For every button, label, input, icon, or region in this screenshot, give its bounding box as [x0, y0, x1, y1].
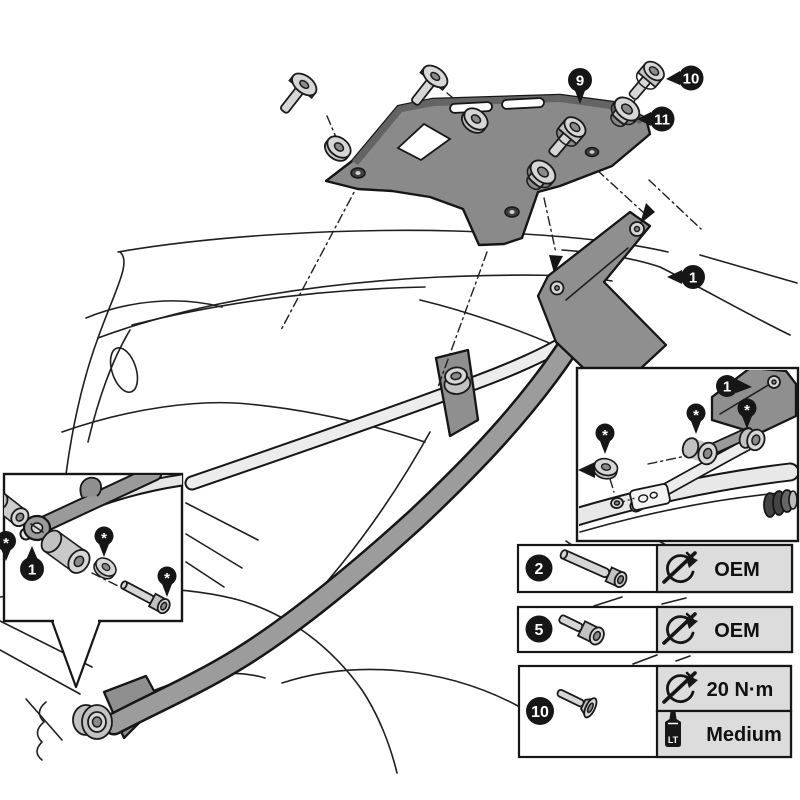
long-socket-bolt [559, 549, 628, 588]
callout-small-balloon: * [0, 531, 16, 561]
svg-text:*: * [744, 402, 750, 419]
torque-spec: OEM [714, 620, 760, 642]
frame-rubber-bushing [763, 489, 797, 518]
svg-text:1: 1 [28, 562, 36, 579]
spacer-bushing [40, 529, 91, 574]
svg-text:*: * [602, 427, 608, 444]
side-bracket-part-1 [536, 210, 668, 397]
callout-11-label: 11 [654, 112, 670, 129]
grab-handle-slot [109, 347, 139, 393]
frame-stud [610, 497, 635, 509]
spacer-bushing [681, 437, 718, 466]
callout-small-balloon: * [94, 526, 114, 557]
callout-2-label: 2 [535, 561, 544, 578]
torque-value: 20 N·m [707, 679, 774, 701]
carrier-arm [29, 475, 161, 535]
table-row-5: 5 OEM [516, 605, 794, 654]
svg-text:*: * [101, 530, 107, 547]
plate-cutout [396, 122, 452, 162]
threadlocker-bottle-icon: LT [665, 712, 681, 747]
plate-slot [501, 97, 545, 110]
parts-table: 2 OEM 5 OEM [516, 543, 794, 759]
callout-10-balloon [526, 697, 554, 725]
spring-squiggle [36, 701, 47, 761]
callout-1-balloon-main: 1 [667, 265, 705, 289]
flat-head-bolt [556, 688, 598, 719]
callout-5-balloon [525, 615, 553, 643]
callout-small-balloon: * [737, 398, 757, 429]
callout-5-label: 5 [535, 622, 544, 639]
svg-text:*: * [693, 407, 699, 424]
callout-10-balloon: 10 [666, 65, 704, 91]
svg-text:*: * [164, 570, 170, 587]
callout-9-balloon: 9 [568, 68, 592, 104]
inset-pointer-tail [50, 619, 102, 689]
socket-bolt [558, 614, 605, 646]
socket-bolt-10 [622, 56, 669, 106]
svg-text:*: * [3, 535, 9, 552]
side-carrier [72, 203, 668, 740]
svg-text:1: 1 [723, 379, 731, 396]
spacer-bushing [738, 427, 766, 452]
detail-inset-left: * 1 * * [0, 472, 184, 689]
top-rack-plate [324, 93, 652, 247]
spacer-bushing [4, 491, 30, 528]
mid-tab-bolt [443, 366, 472, 395]
view-direction-arrow [578, 462, 595, 478]
flat-screw [271, 68, 322, 121]
washer [319, 131, 356, 167]
callout-1-balloon-inset-left: 1 [20, 546, 44, 581]
top-rack-assembly: 9 10 11 1 [271, 56, 705, 388]
insert-arrow-front [549, 255, 563, 273]
threadlocker-spec: Medium [706, 724, 782, 746]
insert-arrow-top [640, 203, 655, 224]
torque-spec: OEM [714, 559, 760, 581]
callout-small-balloon: * [157, 566, 177, 597]
detail-inset-right: * * * 1 [575, 366, 800, 543]
front-mount-bolt [72, 704, 113, 740]
table-row-2: 2 OEM [516, 543, 794, 594]
callout-1-label: 1 [689, 270, 697, 287]
table-row-10: 10 20 N·m LT Medium [517, 664, 793, 759]
callout-small-balloon: * [686, 403, 706, 434]
callout-small-balloon: * [595, 423, 615, 454]
callout-1-balloon-inset-right: 1 [716, 375, 752, 397]
callout-9-label: 9 [576, 73, 584, 90]
bottle-label: LT [668, 735, 679, 745]
callout-10-label: 10 [683, 71, 700, 88]
long-bolt [120, 580, 171, 615]
callout-10-label: 10 [531, 704, 549, 721]
callout-11-balloon: 11 [637, 106, 675, 132]
callout-2-balloon [525, 554, 553, 582]
carrier-strut [105, 341, 575, 733]
frame-plate-detail [629, 483, 671, 511]
